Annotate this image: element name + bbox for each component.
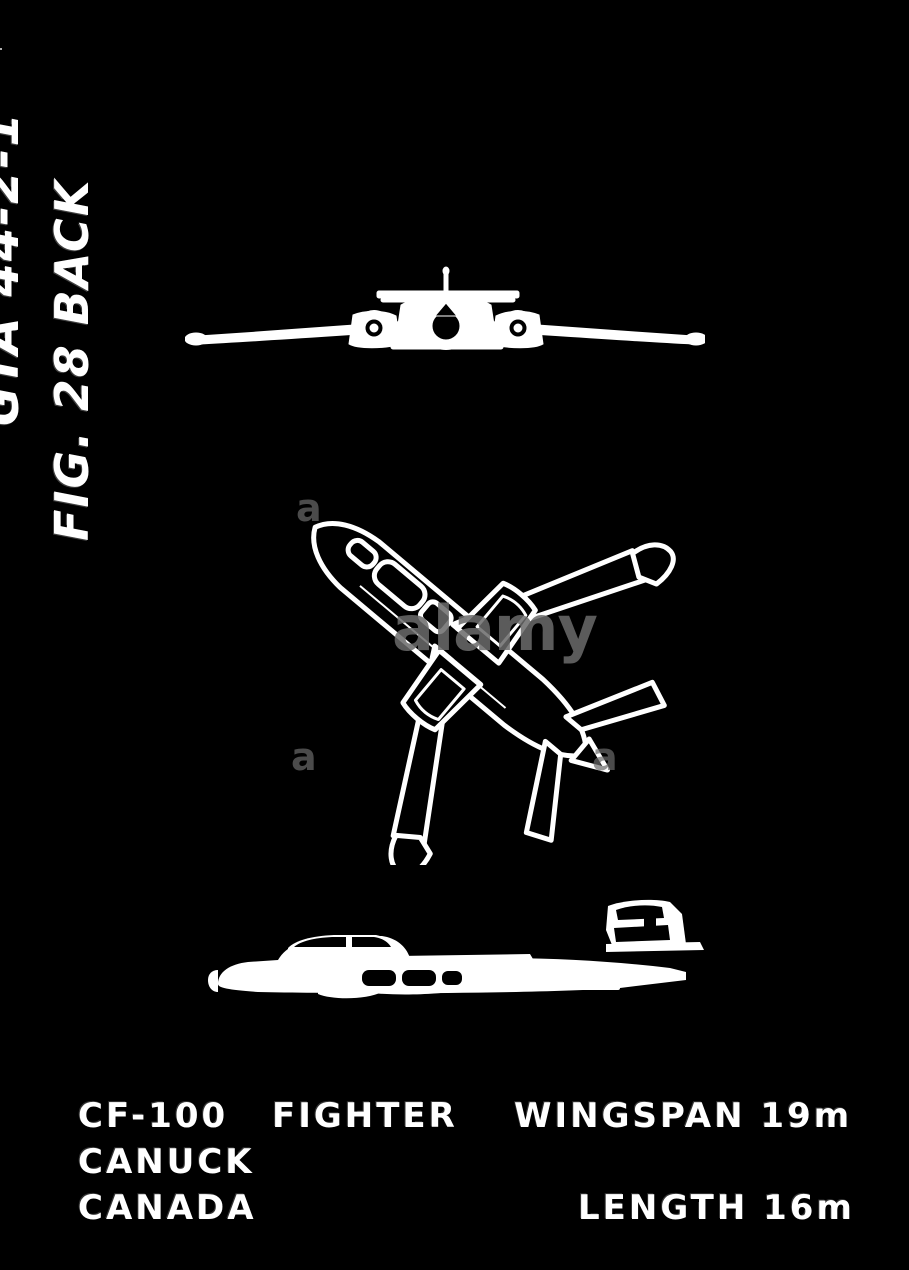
aircraft-length-label: LENGTH 16m: [578, 1188, 855, 1228]
aircraft-country-label: CANADA: [78, 1188, 257, 1228]
aircraft-designation-label: CF-100: [78, 1096, 229, 1136]
publication-code-label: GTA 44-2-1: [0, 111, 30, 426]
corner-highlight-top-left: [0, 0, 70, 70]
aircraft-wingspan-label: WINGSPAN 19m: [514, 1096, 853, 1136]
aircraft-side-elevation-drawing: [200, 888, 705, 1023]
front-elevation-svg: [185, 266, 705, 350]
aircraft-front-elevation-drawing: [185, 258, 705, 370]
aircraft-name-label: CANUCK: [78, 1142, 255, 1182]
side-elevation-svg: [208, 899, 704, 999]
plan-view-svg: [311, 521, 676, 865]
figure-caption-label: FIG. 28 BACK: [45, 178, 99, 541]
specification-block: CF-100 FIGHTER CANUCK CANADA WINGSPAN 19…: [0, 1090, 909, 1250]
aircraft-role-label: FIGHTER: [272, 1096, 458, 1136]
aircraft-plan-view-drawing: [215, 415, 690, 865]
